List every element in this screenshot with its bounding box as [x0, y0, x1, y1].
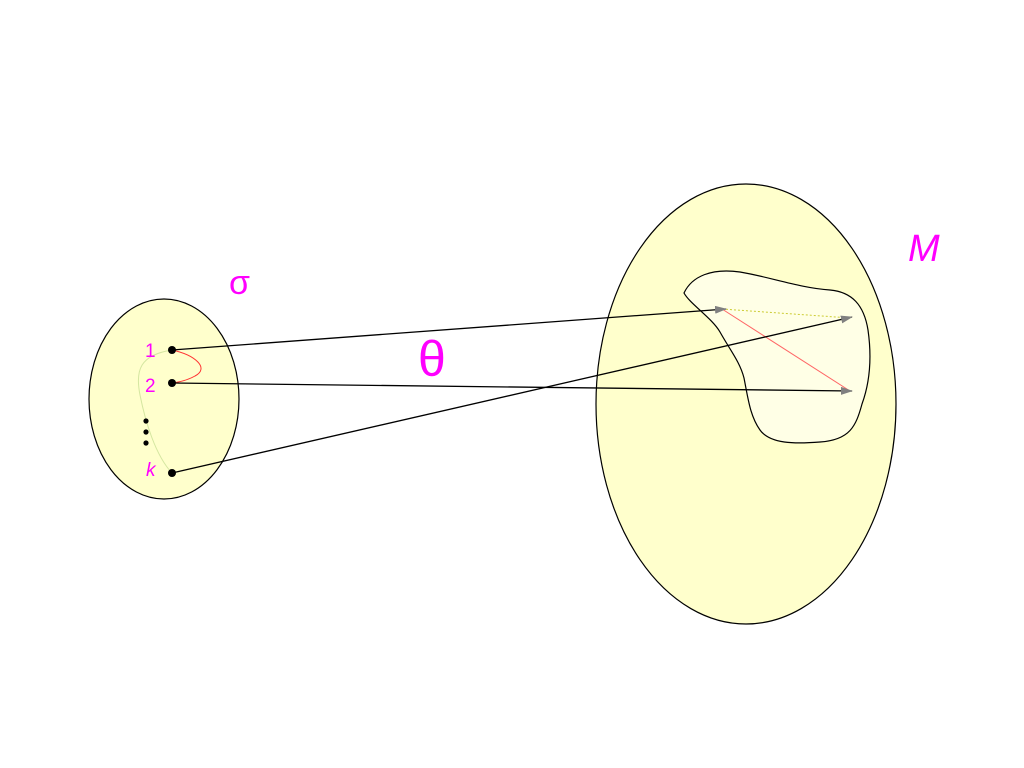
point-k [168, 469, 176, 477]
green-curve [137, 349, 173, 474]
label-k: k [146, 460, 157, 481]
label-1: 1 [145, 341, 156, 362]
point-1 [168, 346, 176, 354]
ellipsis-dot-3 [143, 440, 149, 446]
red-curve [171, 349, 202, 384]
ellipsis-dot-1 [143, 418, 149, 424]
inner-dotted-arrow [721, 308, 851, 319]
map-arrow-k [171, 315, 853, 474]
map-arrow-1 [171, 305, 727, 351]
source-ellipse [88, 298, 240, 500]
label-2: 2 [145, 376, 156, 397]
ellipsis-dot-2 [143, 429, 149, 435]
sigma-label: σ [229, 264, 250, 302]
point-2 [168, 379, 176, 387]
map-arrow-2 [171, 382, 853, 395]
manifold-label: M [908, 228, 940, 270]
inner-red-arrow [721, 308, 851, 392]
theta-label: θ [418, 331, 446, 387]
